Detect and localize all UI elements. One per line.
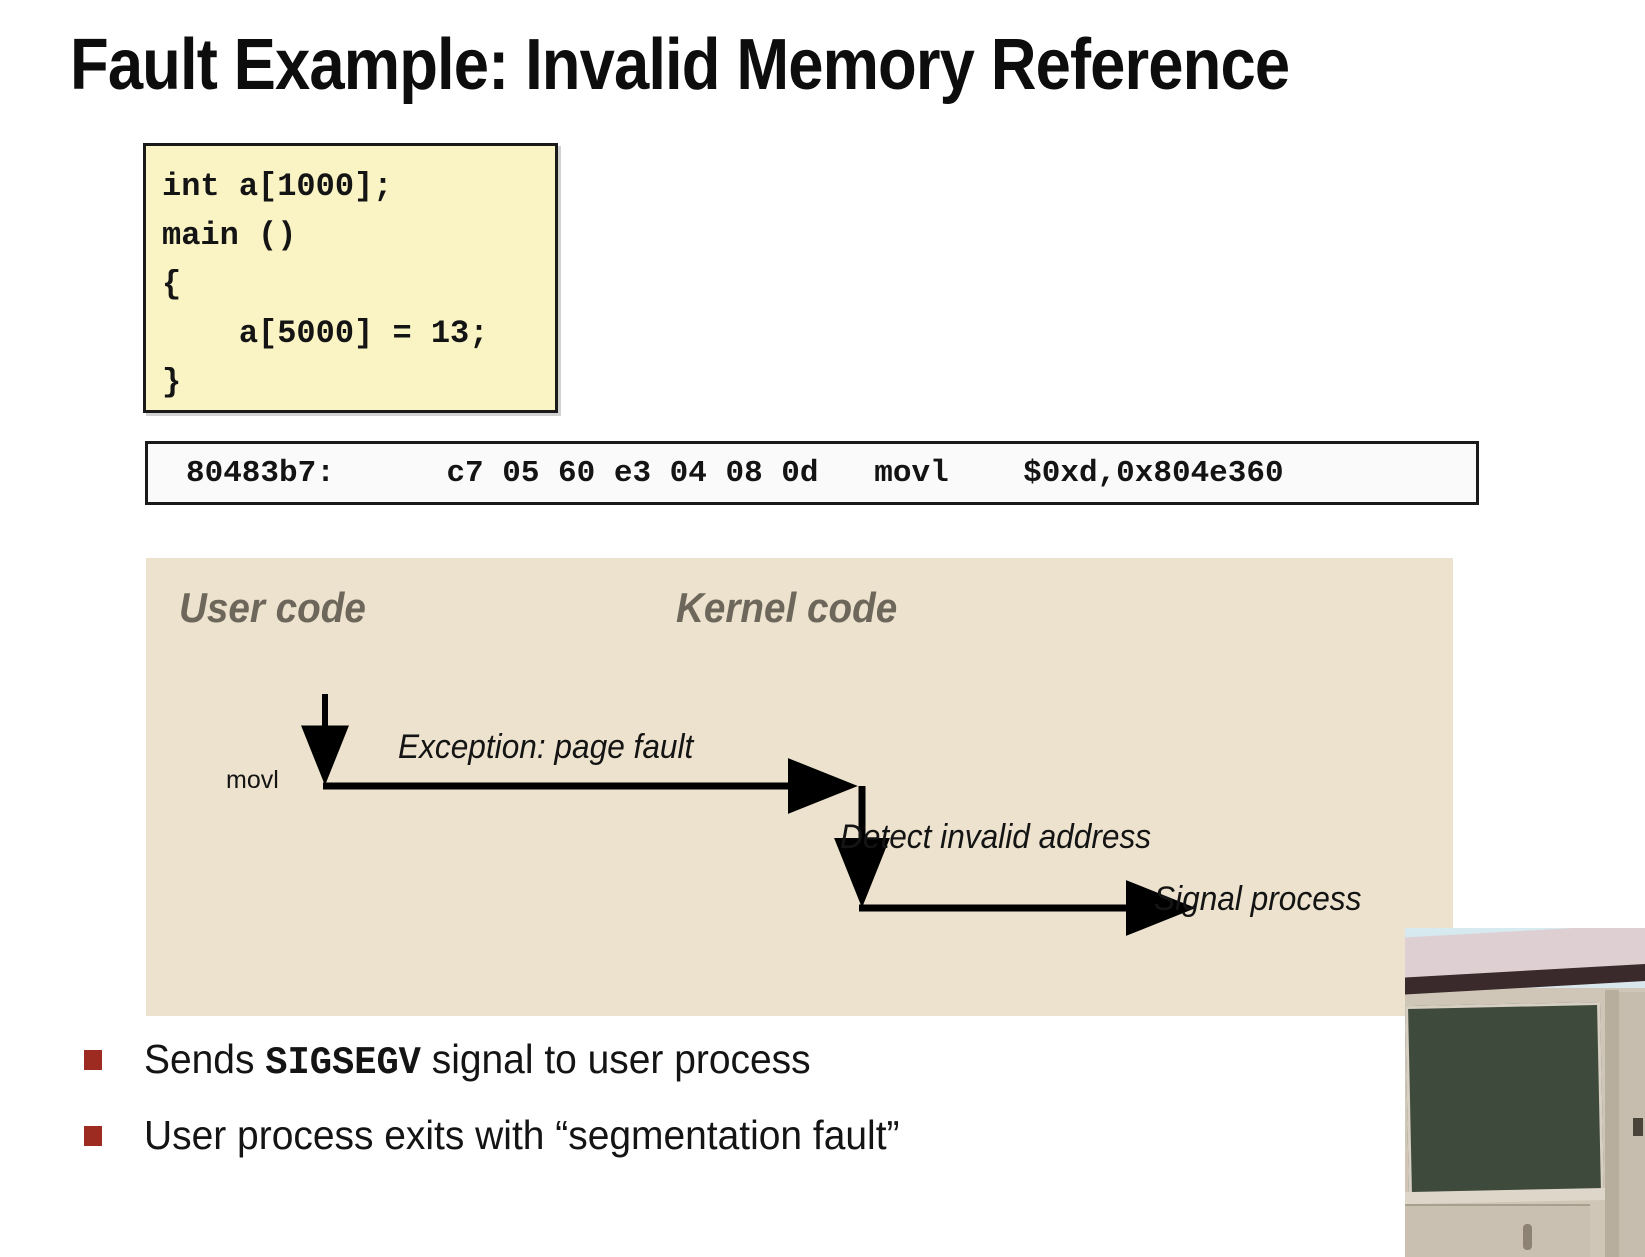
square-bullet-icon [84, 1126, 102, 1146]
square-bullet-icon [84, 1050, 102, 1070]
source-code-text: int a[1000]; main () { a[5000] = 13; } [162, 168, 489, 401]
flow-label-exception-page-fault: Exception: page fault [398, 728, 694, 766]
bullet-text: Sends SIGSEGV signal to user process [144, 1036, 811, 1085]
bullet-text: User process exits with “segmentation fa… [144, 1112, 900, 1161]
list-item: Sends SIGSEGV signal to user process [84, 1022, 1344, 1098]
flow-label-signal-process: Signal process [1154, 880, 1362, 918]
disassembly-box: 80483b7: c7 05 60 e3 04 08 0d movl $0xd,… [145, 441, 1479, 505]
bullet-1-suffix: signal to user process [420, 1035, 811, 1082]
overlay-cabinet [1405, 1204, 1590, 1257]
list-item: User process exits with “segmentation fa… [84, 1098, 1344, 1174]
bullet-2-prefix: User process exits with “segmentation fa… [144, 1111, 900, 1158]
exception-flow-diagram: User code Kernel code movl Exception: pa… [146, 558, 1453, 1016]
overlay-chalkboard [1405, 1001, 1604, 1197]
flow-arrows [301, 694, 1196, 936]
disassembly-line: 80483b7: c7 05 60 e3 04 08 0d movl $0xd,… [186, 455, 1284, 491]
lane-label-user-code: User code [179, 584, 366, 631]
webcam-video-overlay[interactable] [1405, 928, 1645, 1257]
page-title: Fault Example: Invalid Memory Reference [70, 25, 1290, 105]
overlay-door-knob [1633, 1118, 1643, 1136]
bullet-1-prefix: Sends [144, 1035, 266, 1082]
bullet-1-signal-name: SIGSEGV [265, 1040, 421, 1085]
source-code-box: int a[1000]; main () { a[5000] = 13; } [143, 143, 558, 413]
flow-label-detect-invalid-address: Detect invalid address [840, 818, 1152, 856]
bullet-list: Sends SIGSEGV signal to user process Use… [84, 1022, 1344, 1174]
lane-label-kernel-code: Kernel code [676, 584, 898, 631]
instruction-label-movl: movl [226, 766, 279, 794]
overlay-cabinet-handle [1523, 1224, 1532, 1250]
overlay-door-frame [1605, 990, 1619, 1257]
